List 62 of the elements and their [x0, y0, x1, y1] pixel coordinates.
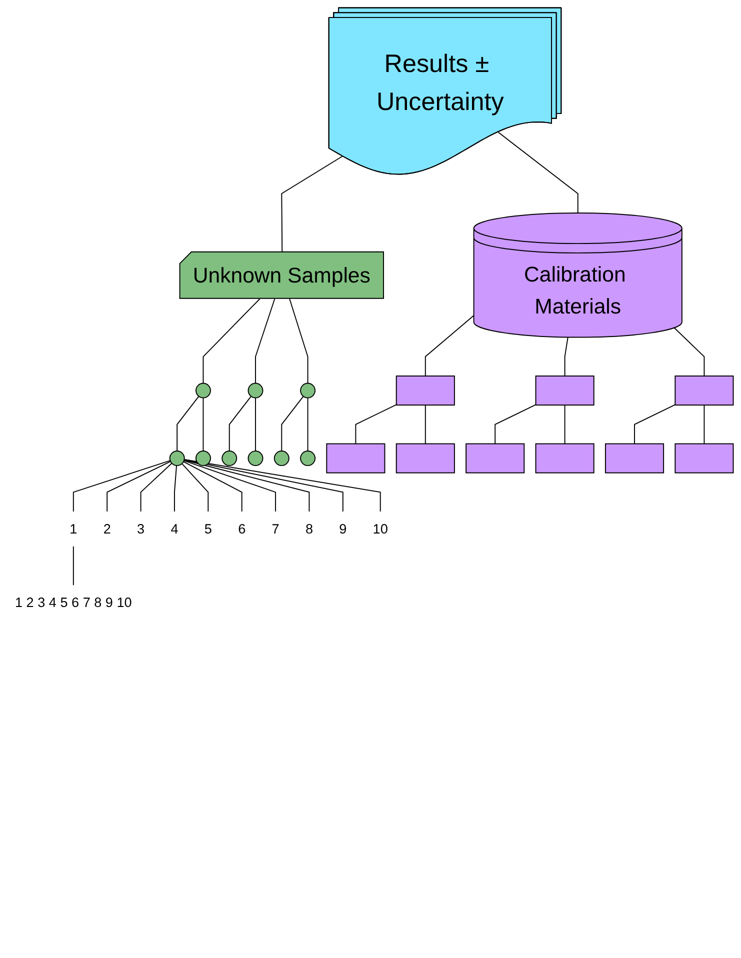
connector	[674, 327, 705, 376]
node-circle	[222, 450, 238, 466]
node-circle	[274, 450, 290, 466]
connector	[202, 298, 260, 384]
connector	[424, 404, 426, 444]
connector	[176, 396, 200, 452]
connector	[289, 298, 308, 384]
connector	[183, 461, 242, 512]
tree-diagram: Results ± Uncertainty Unknown Samples Calibration Materials 1 2 3 4 5 6 7 8 9 10 1 2 3 4 5 6 7 8 9 10	[0, 0, 741, 628]
node-circle	[195, 450, 211, 466]
node-box	[674, 443, 734, 474]
connector	[72, 546, 74, 586]
connector	[183, 460, 276, 512]
node-circle	[300, 450, 316, 466]
node-text: 8	[305, 520, 313, 536]
connector	[184, 459, 381, 512]
connector	[281, 396, 304, 452]
node-circle	[248, 382, 264, 398]
connector	[228, 396, 252, 452]
connector	[424, 315, 474, 376]
connector	[182, 463, 209, 512]
connector	[255, 397, 256, 452]
connector	[564, 404, 566, 444]
connector	[72, 460, 171, 512]
connector	[184, 459, 344, 512]
node-text: Calibration Materials	[524, 262, 626, 319]
node-box	[466, 443, 525, 474]
connector	[704, 404, 705, 444]
node-circle	[195, 382, 211, 398]
connector	[106, 460, 172, 512]
node-circle	[300, 382, 316, 398]
node-text: 3	[137, 520, 145, 536]
connector	[174, 465, 178, 512]
connector	[494, 404, 536, 444]
node-text: 6	[238, 520, 246, 536]
node-text: 7	[272, 520, 280, 536]
node-box	[674, 376, 734, 406]
node-box	[396, 443, 455, 474]
node-text: 9	[339, 520, 347, 536]
node-box	[604, 443, 664, 474]
node-text: 1	[70, 520, 78, 536]
node-text: 1 2 3 4 5 6 7 8 9 10	[15, 594, 132, 610]
connector	[307, 397, 308, 452]
connector	[140, 462, 172, 512]
node-box	[326, 443, 386, 474]
connector	[281, 156, 343, 253]
connector	[184, 460, 310, 512]
connector	[634, 404, 676, 444]
node-text: 10	[372, 520, 388, 536]
node-box	[535, 443, 594, 474]
node-text: 5	[204, 520, 212, 536]
connector	[564, 336, 568, 376]
node-box	[396, 376, 455, 406]
node-box	[535, 376, 594, 406]
connector	[202, 397, 204, 452]
node-circle	[169, 450, 185, 466]
node-text: 2	[103, 520, 111, 536]
node-circle	[248, 450, 264, 466]
node-text: 4	[170, 520, 178, 536]
connector	[498, 132, 578, 214]
connector	[255, 298, 276, 384]
connector	[355, 404, 397, 444]
